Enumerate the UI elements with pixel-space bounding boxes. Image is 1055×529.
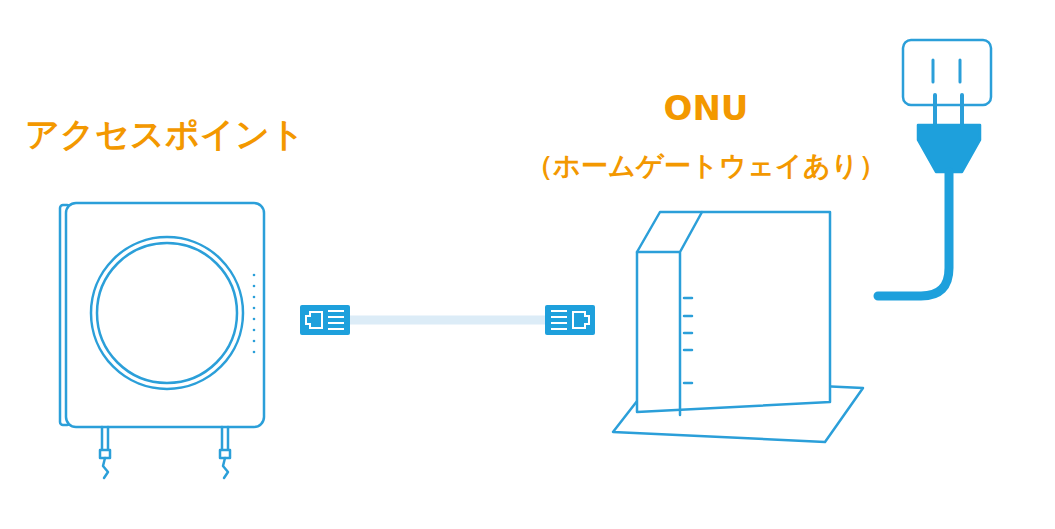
plug-body [918, 125, 980, 172]
rj45-plug [545, 305, 595, 335]
device-sublabel: （ホームゲートウェイあり） [506, 148, 906, 184]
access-point-ring [91, 237, 243, 389]
plug-prongs [935, 95, 962, 125]
rj45-plug [300, 305, 350, 335]
lan-cable [270, 305, 612, 335]
access-point-node: アクセスポイント [60, 200, 270, 490]
onu-edge [637, 212, 702, 415]
onu-body [637, 212, 830, 412]
onu-lamps [684, 298, 692, 383]
onu-node: ONU（ホームゲートウェイあり） [612, 200, 865, 445]
access-point-ring-inner [97, 243, 237, 383]
outlet-slots [933, 60, 960, 82]
access-point-body [66, 203, 264, 427]
power-cord [878, 172, 949, 296]
device-label: ONU [506, 88, 906, 128]
status-dots [253, 274, 256, 354]
device-label: アクセスポイント [20, 112, 310, 158]
antenna-feet [100, 427, 230, 478]
wall-outlet [903, 40, 991, 105]
